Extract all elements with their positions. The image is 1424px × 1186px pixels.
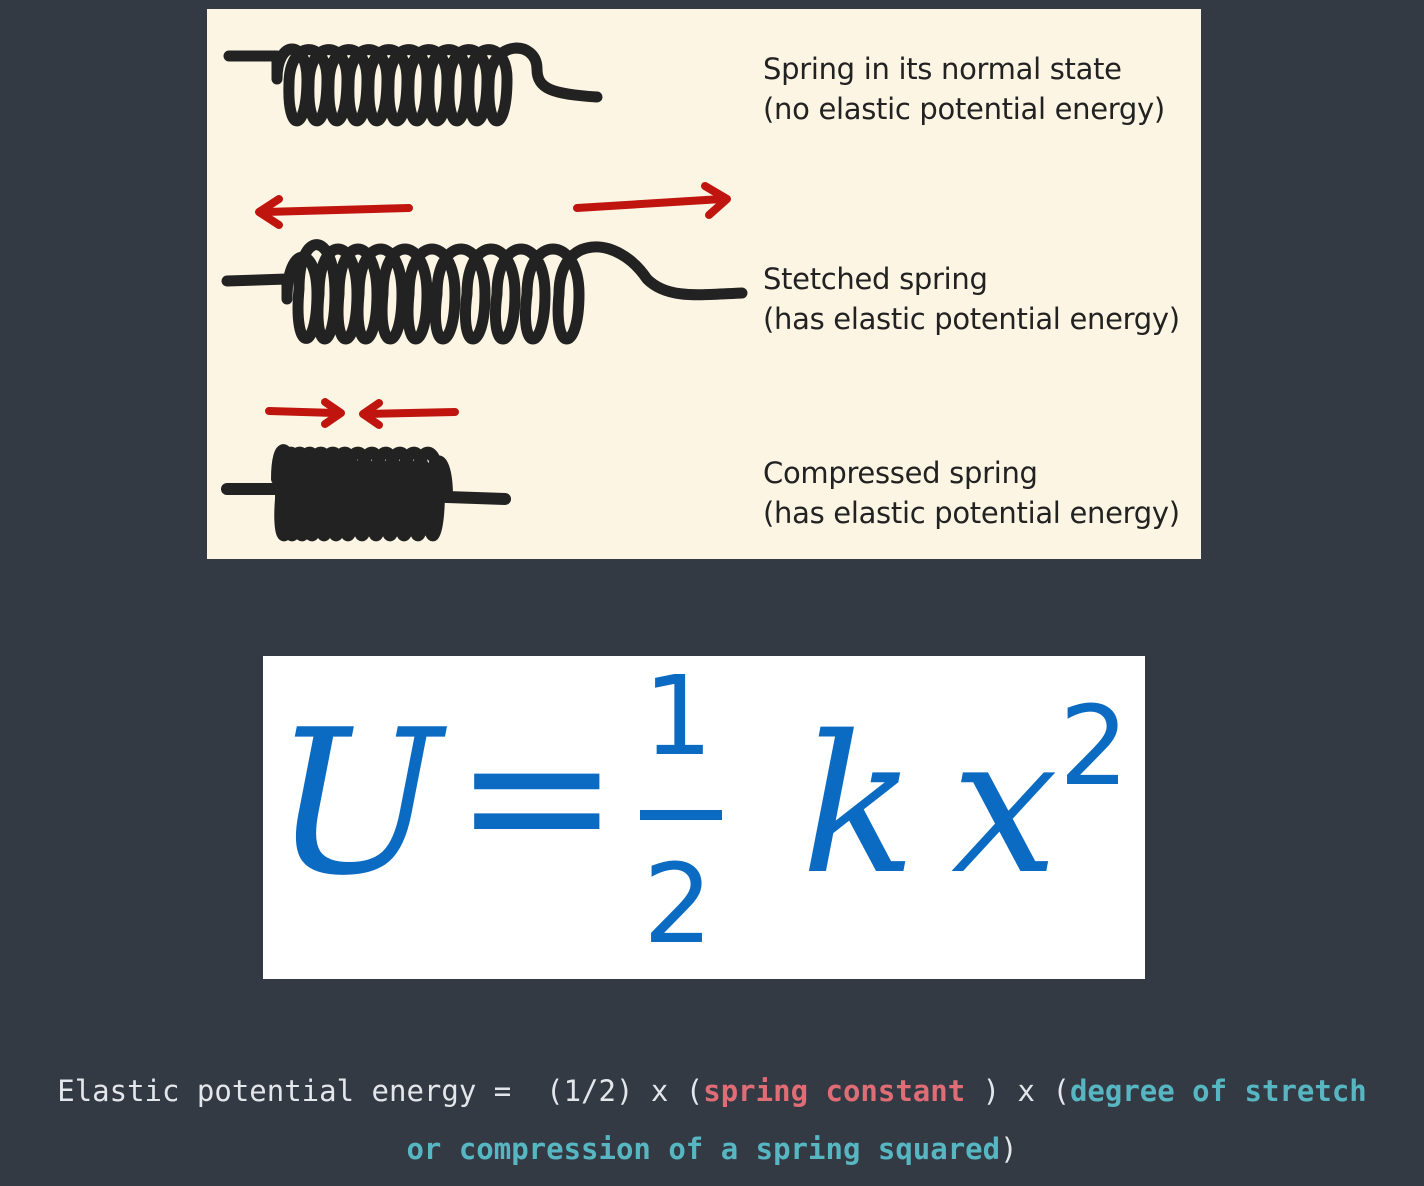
formula-description-line2: or compression of a spring squared): [0, 1120, 1424, 1178]
formula-description-line1: Elastic potential energy = (1/2) x (spri…: [0, 1062, 1424, 1120]
description-middle: ) x (: [965, 1074, 1070, 1108]
normal-spring-icon: [223, 42, 603, 127]
formula-fraction-denominator: 2: [643, 840, 713, 968]
formula-description: Elastic potential energy = (1/2) x (spri…: [0, 1062, 1424, 1178]
formula-spring-constant-symbol: k: [801, 695, 917, 916]
formula-exponent: 2: [1059, 682, 1129, 810]
compressed-spring-caption-line1: Compressed spring: [763, 456, 1038, 490]
normal-spring-caption-line1: Spring in its normal state: [763, 52, 1122, 86]
elastic-energy-formula: U = 1 2 k x 2: [263, 656, 1145, 979]
description-spring-constant: spring constant: [703, 1074, 966, 1108]
normal-spring-caption-line2: (no elastic potential energy): [763, 92, 1165, 126]
stretched-spring-caption-line1: Stetched spring: [763, 262, 988, 296]
description-stretch-part1: degree of stretch: [1069, 1074, 1367, 1108]
formula-equals-sign: =: [453, 679, 621, 912]
compressed-spring-icon: [221, 444, 511, 542]
compress-arrows-icon: [265, 398, 459, 429]
description-prefix: Elastic potential energy = (1/2) x (: [57, 1074, 704, 1108]
normal-spring-caption: Spring in its normal state (no elastic p…: [763, 49, 1165, 129]
stretch-arrows-icon: [255, 182, 731, 229]
formula-energy-symbol: U: [273, 687, 442, 920]
spring-drawings: [221, 42, 748, 542]
spring-energy-figure: Spring in its normal state (no elastic p…: [207, 9, 1201, 559]
description-suffix: ): [1000, 1132, 1018, 1166]
compressed-spring-caption: Compressed spring (has elastic potential…: [763, 453, 1180, 533]
stretched-spring-caption-line2: (has elastic potential energy): [763, 302, 1180, 336]
formula-fraction-bar: [640, 810, 722, 820]
description-stretch-part2: or compression of a spring squared: [406, 1132, 1001, 1166]
formula-fraction-numerator: 1: [643, 656, 713, 780]
compressed-spring-caption-line2: (has elastic potential energy): [763, 496, 1180, 530]
stretched-spring-caption: Stetched spring (has elastic potential e…: [763, 259, 1180, 339]
formula-displacement-symbol: x: [951, 695, 1059, 916]
stretched-spring-icon: [221, 239, 748, 345]
